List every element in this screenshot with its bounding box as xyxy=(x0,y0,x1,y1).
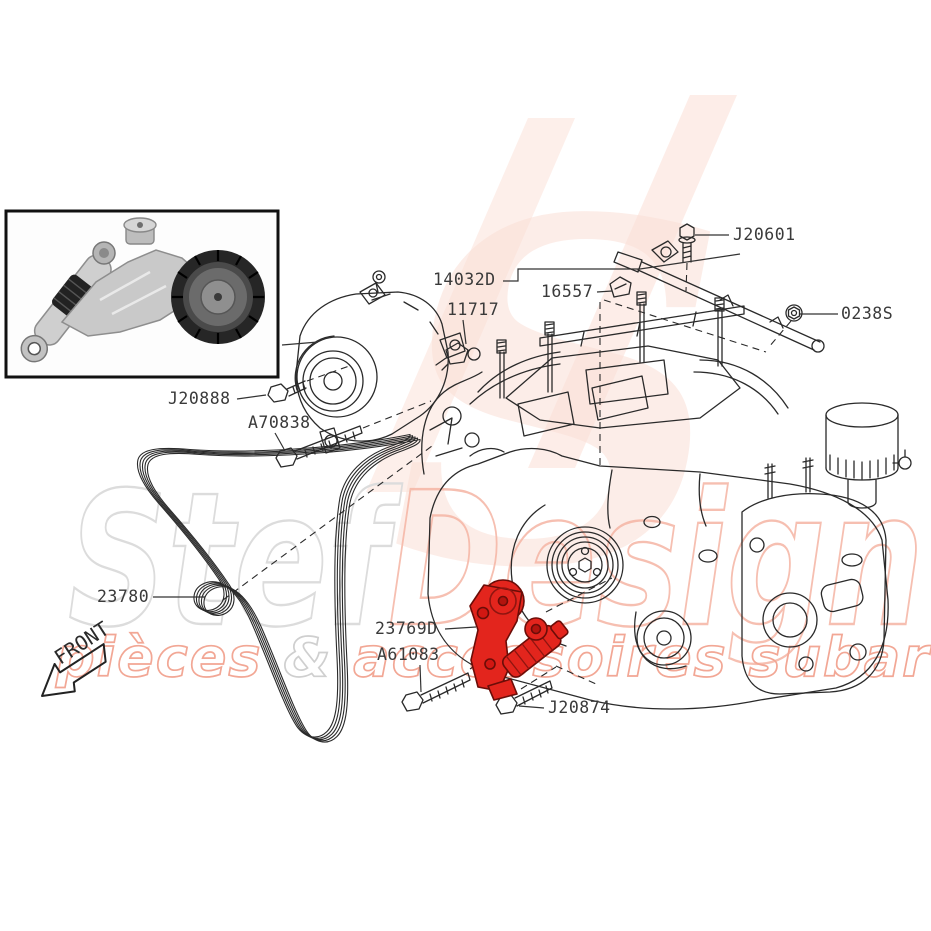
label-a61083: A61083 xyxy=(377,645,440,664)
watermark-stripe xyxy=(528,95,737,468)
label-a70838: A70838 xyxy=(248,413,311,432)
bolt-j20888 xyxy=(267,380,307,403)
leader-lines xyxy=(153,234,838,709)
label-j20601: J20601 xyxy=(733,225,796,244)
inset-pulley xyxy=(171,250,265,344)
label-16557: 16557 xyxy=(541,282,593,301)
alternator xyxy=(294,270,466,454)
crank-pulley xyxy=(546,526,624,604)
watermark-big-s: S xyxy=(390,119,729,671)
bolt-a61083 xyxy=(401,672,471,712)
inset-photo xyxy=(4,209,280,379)
label-23780: 23780 xyxy=(97,587,149,606)
inset-tensioner-photo xyxy=(20,217,265,363)
engine-line-art xyxy=(136,223,912,743)
label-11717: 11717 xyxy=(447,300,499,319)
part-labels: J20601 14032D 16557 0238S 11717 J20888 A… xyxy=(97,225,893,717)
watermark-stripe xyxy=(366,118,575,492)
label-23769d: 23769D xyxy=(375,619,438,638)
water-pump-pulley xyxy=(634,610,692,670)
front-arrow-icon xyxy=(41,643,107,697)
label-0238s: 0238S xyxy=(841,304,893,323)
oil-filter xyxy=(825,402,912,509)
bolt-j20601 xyxy=(678,223,696,263)
right-cylinder-head xyxy=(741,457,887,695)
clip-16557 xyxy=(609,276,632,298)
label-j20888: J20888 xyxy=(168,389,231,408)
left-cylinder-head xyxy=(421,371,505,475)
watermark-tagline: pièces & accessoires subaru xyxy=(55,626,931,689)
watermark-tagline-rest: accessoires subaru xyxy=(353,626,931,689)
nut-0238s xyxy=(785,304,803,322)
sensor-11717 xyxy=(435,342,481,371)
bolt-a70838 xyxy=(275,425,363,468)
label-j20874: J20874 xyxy=(548,698,611,717)
watermark-layer: S StefDesign pièces & accessoires subaru xyxy=(54,95,931,690)
rail-bracket xyxy=(613,240,825,353)
label-14032d: 14032D xyxy=(433,270,496,289)
highlighted-tensioner xyxy=(469,579,569,701)
watermark-brand-left: Stef xyxy=(68,452,402,668)
construction-lines xyxy=(222,262,792,690)
watermark-tagline-pieces: pièces xyxy=(55,626,283,689)
watermark-brand-right: Design xyxy=(388,452,924,668)
watermark-brand: StefDesign xyxy=(68,452,924,668)
